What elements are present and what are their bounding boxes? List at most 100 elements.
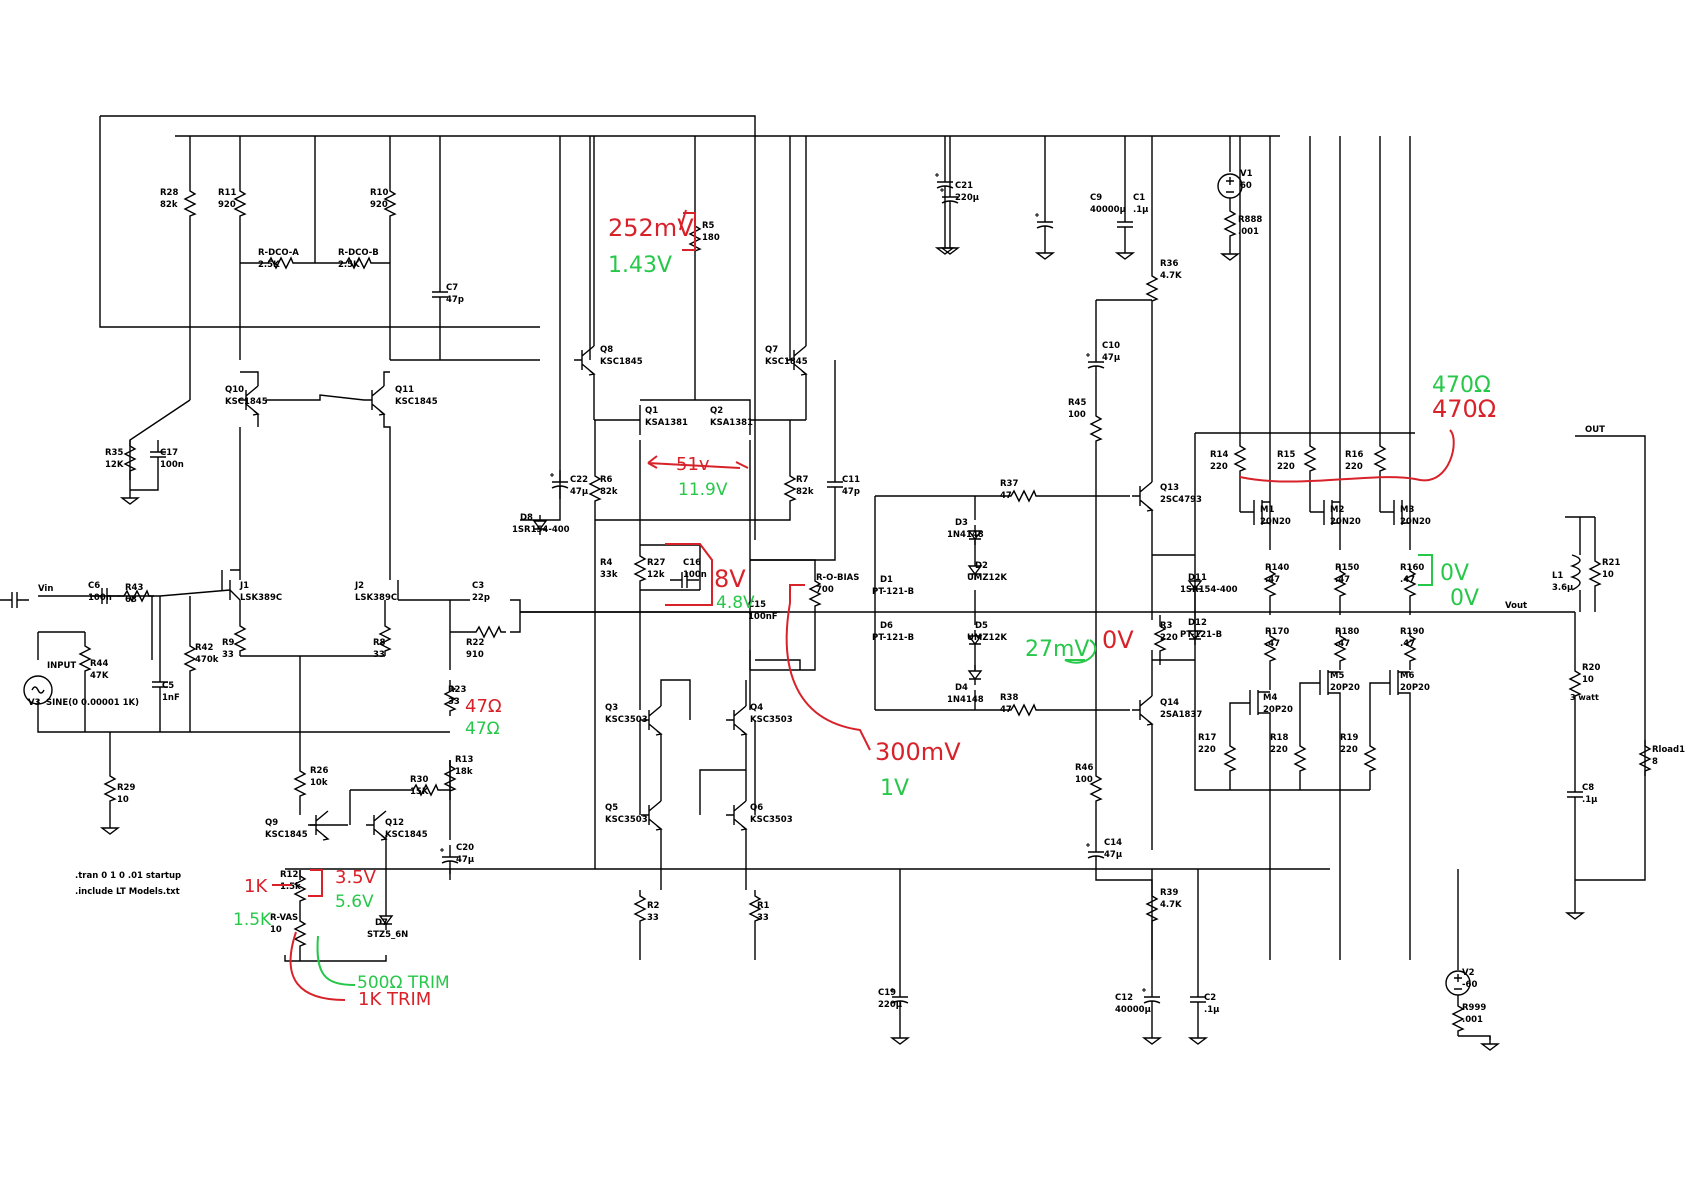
capacitor-ref: C7	[446, 283, 458, 293]
power-supplies	[889, 136, 1499, 1051]
resistor-ref: R22	[466, 638, 484, 648]
r160-voltage-green-1: 0V	[1440, 561, 1469, 586]
capacitor-ref: C5	[162, 681, 174, 691]
resistor-value: 1.5k	[280, 882, 301, 892]
resistor-ref: R6	[600, 475, 613, 485]
source-value: SINE(0 0.00001 1K)	[46, 698, 139, 708]
diode-part: PT-121-B	[1180, 630, 1222, 640]
resistor-ref: R3	[1160, 621, 1173, 631]
resistor-value: 220	[1345, 462, 1363, 472]
diode-ref: D7	[375, 918, 388, 928]
resistor-value: 470k	[195, 655, 219, 665]
resistor-value: 10	[270, 925, 282, 935]
capacitor-value: 40000µ	[1090, 205, 1126, 215]
transistor-ref: Q5	[605, 803, 618, 813]
resistor-ref: R38	[1000, 693, 1018, 703]
transistor-ref: M3	[1400, 505, 1414, 515]
r20-power-note: 3 watt	[1570, 693, 1599, 702]
transistor-part: 20P20	[1330, 683, 1360, 693]
transistor-ref: Q9	[265, 818, 278, 828]
diode-part: 1SR154-400	[1180, 585, 1238, 595]
resistor-value: 220	[1198, 745, 1216, 755]
capacitor-ref: C19	[878, 988, 896, 998]
input-stage	[0, 136, 780, 835]
transistor-ref: Q11	[395, 385, 414, 395]
transistor-part: 20N20	[1330, 517, 1361, 527]
resistor-value: .47	[1400, 575, 1415, 585]
resistor-ref: R11	[218, 188, 236, 198]
diode-ref: D3	[955, 518, 968, 528]
bias-voltage-green: 1V	[880, 776, 909, 801]
transistor-ref: M2	[1330, 505, 1344, 515]
resistor-value: 4.7K	[1160, 900, 1182, 910]
r160-voltage-green-2: 0V	[1450, 586, 1479, 611]
resistor-ref: R44	[90, 659, 108, 669]
second-stage	[520, 136, 844, 960]
resistor-value: 82k	[796, 487, 814, 497]
transistor-part: KSC1845	[265, 830, 308, 840]
capacitor-ref: C17	[160, 448, 178, 458]
resistor-ref: R19	[1340, 733, 1358, 743]
capacitor-value: 47µ	[456, 855, 474, 865]
net-vout: Vout	[1505, 601, 1527, 611]
capacitor-value: 220µ	[955, 193, 979, 203]
resistor-value: 10	[1602, 570, 1614, 580]
diode-ref: D4	[955, 683, 968, 693]
resistor-value: 33	[373, 650, 385, 660]
transistor-ref: J2	[354, 581, 364, 591]
resistor-value: 12k	[647, 570, 665, 580]
transistor-ref: Q13	[1160, 483, 1179, 493]
r12-value-green: 1.5K	[233, 910, 272, 930]
r14-value-green: 470Ω	[1432, 373, 1491, 398]
resistor-value: 82k	[600, 487, 618, 497]
net-out: OUT	[1585, 425, 1605, 435]
resistor-value: 2.5K	[338, 260, 360, 270]
resistor-ref: R-DCO-B	[338, 248, 379, 258]
capacitor-ref: C11	[842, 475, 860, 485]
resistor-ref: R27	[647, 558, 665, 568]
transistor-ref: Q4	[750, 703, 763, 713]
capacitor-ref: C10	[1102, 341, 1120, 351]
resistor-ref: R35	[105, 448, 123, 458]
resistor-value: 33	[647, 913, 659, 923]
positive-rail	[99, 115, 1280, 540]
resistor-ref: R150	[1335, 563, 1359, 573]
transistor-ref: Q2	[710, 406, 723, 416]
vas-current-source	[284, 759, 459, 962]
c16-voltage-red: 8V	[714, 565, 746, 593]
transistor-ref: Q12	[385, 818, 404, 828]
resistor-ref: R-DCO-A	[258, 248, 299, 258]
inductor-ref: L1	[1552, 571, 1563, 581]
capacitor-ref: C16	[683, 558, 701, 568]
transistor-part: KSC1845	[765, 357, 808, 367]
resistor-ref: R12	[280, 870, 298, 880]
r12-voltage-red: 3.5V	[335, 867, 377, 888]
r5-voltage-green: 1.43V	[608, 253, 672, 278]
diode-part: STZ5_6N	[367, 930, 408, 940]
resistor-ref: R42	[195, 643, 213, 653]
diode-part: UMZ12K	[967, 633, 1007, 643]
q1q2-voltage-red: 51v	[676, 454, 710, 475]
capacitor-ref: C3	[472, 581, 484, 591]
transistor-part: 20N20	[1400, 517, 1431, 527]
diode-part: UMZ12K	[967, 573, 1007, 583]
resistor-value: 33	[448, 697, 460, 707]
capacitor-value: 47µ	[1102, 353, 1120, 363]
resistor-value: 220	[1210, 462, 1228, 472]
source-value: -60	[1462, 980, 1477, 990]
capacitor-value: 47µ	[570, 487, 588, 497]
transistor-part: KSC3503	[750, 715, 793, 725]
capacitor-value: 100n	[160, 460, 184, 470]
resistor-value: .47	[1335, 575, 1350, 585]
resistor-ref: R43	[125, 583, 143, 593]
diode-ref: D12	[1188, 618, 1207, 628]
capacitor-ref: C8	[1582, 783, 1594, 793]
resistor-value: 10	[1582, 675, 1594, 685]
resistor-value: .001	[1238, 227, 1259, 237]
resistor-ref: R26	[310, 766, 328, 776]
diode-ref: D5	[975, 621, 988, 631]
transistor-part: 20P20	[1400, 683, 1430, 693]
resistor-value: .47	[1335, 639, 1350, 649]
r23-value-red: 47Ω	[465, 696, 502, 717]
resistor-ref: R180	[1335, 627, 1359, 637]
